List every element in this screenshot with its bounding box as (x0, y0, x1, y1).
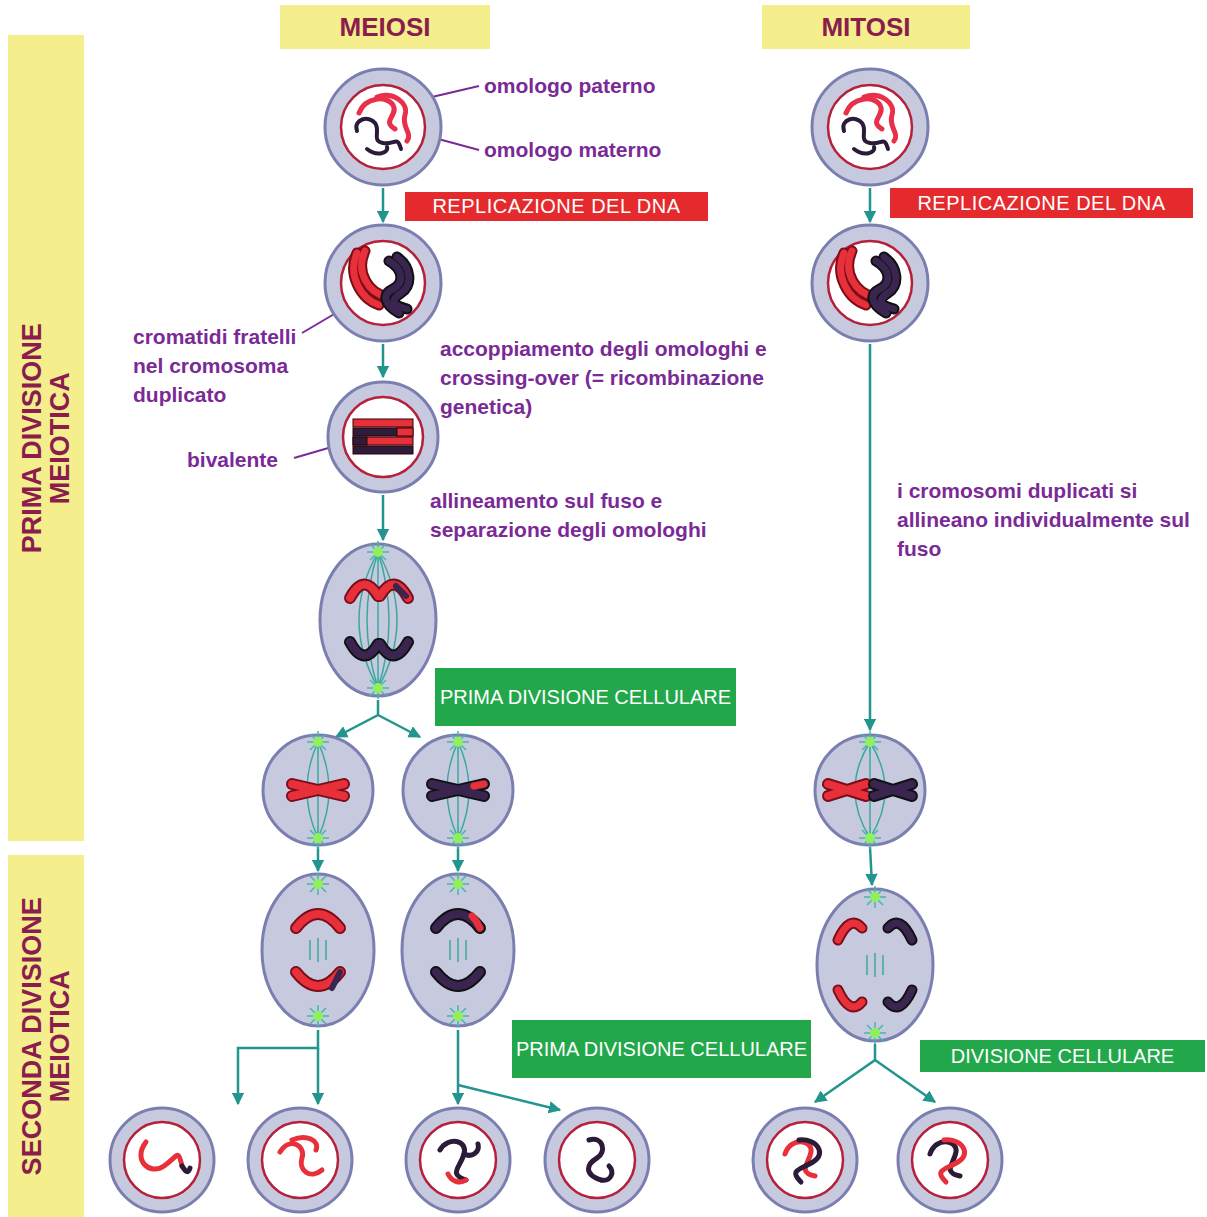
callout-label: accoppiamento degli omologhi e crossing-… (440, 334, 775, 421)
cell-gamete (545, 1108, 649, 1212)
phase-band: PRIMA DIVISIONE MEIOTICA (8, 35, 84, 841)
box-text: MITOSI (821, 12, 910, 43)
cell-anaphase-one (320, 541, 436, 699)
flow-arrow (815, 1044, 875, 1102)
flow-arrow (317, 847, 320, 871)
flow-arrow (457, 1030, 460, 1104)
cell-anaphase (817, 886, 933, 1044)
cell-interphase (325, 69, 441, 185)
box-text: REPLICAZIONE DEL DNA (917, 192, 1165, 215)
flow-arrow (238, 1030, 318, 1104)
flow-arrows (238, 188, 935, 1110)
callout-label: cromatidi fratelli nel cromosoma duplica… (133, 322, 318, 409)
cell-gamete (406, 1108, 510, 1212)
division-box: PRIMA DIVISIONE CELLULARE (512, 1020, 811, 1078)
band-title: PRIMA DIVISIONE MEIOTICA (18, 288, 75, 588)
cell-duplicated (325, 225, 441, 341)
box-text: REPLICAZIONE DEL DNA (432, 195, 680, 218)
callout-label: bivalente (187, 445, 317, 474)
cell-interphase (812, 69, 928, 185)
flow-arrow (336, 700, 378, 737)
cell-metaphase (815, 731, 925, 849)
flow-arrow (457, 847, 460, 871)
header-box: MEIOSI (280, 5, 490, 49)
cell-gamete (110, 1108, 214, 1212)
flow-arrow (317, 1048, 320, 1104)
step-box: REPLICAZIONE DEL DNA (890, 188, 1193, 218)
flow-arrow (870, 847, 872, 885)
flow-arrow (378, 715, 420, 737)
cell-duplicated (812, 225, 928, 341)
flow-arrow (458, 1085, 560, 1110)
cell-anaphase-two (402, 873, 514, 1027)
cell-metaphase-two (403, 731, 513, 849)
band-title: SECONDA DIVISIONE MEIOTICA (18, 886, 75, 1186)
flow-arrow (382, 344, 385, 377)
phase-band: SECONDA DIVISIONE MEIOTICA (8, 855, 84, 1217)
box-text: PRIMA DIVISIONE CELLULARE (516, 1036, 807, 1062)
callout-label: omologo materno (484, 135, 714, 164)
flow-arrow (869, 188, 872, 222)
cell-bivalent (328, 382, 438, 492)
flow-arrow (382, 188, 385, 222)
callout-label: omologo paterno (484, 71, 714, 100)
box-text: DIVISIONE CELLULARE (951, 1043, 1174, 1069)
box-text: MEIOSI (339, 12, 430, 43)
cell-daughter (753, 1108, 857, 1212)
callout-label: i cromosomi duplicati si allineano indiv… (897, 476, 1199, 563)
header-box: MITOSI (762, 5, 970, 49)
flow-arrow (382, 495, 385, 540)
cell-anaphase-two (262, 873, 374, 1027)
cell-gamete (248, 1108, 352, 1212)
flow-arrow (869, 344, 872, 730)
division-box: PRIMA DIVISIONE CELLULARE (435, 668, 736, 726)
box-text: PRIMA DIVISIONE CELLULARE (440, 684, 731, 710)
callout-label: allineamento sul fuso e separazione degl… (430, 486, 785, 544)
cell-metaphase-two (263, 731, 373, 849)
division-box: DIVISIONE CELLULARE (920, 1040, 1205, 1072)
cell-daughter (898, 1108, 1002, 1212)
step-box: REPLICAZIONE DEL DNA (405, 192, 708, 221)
